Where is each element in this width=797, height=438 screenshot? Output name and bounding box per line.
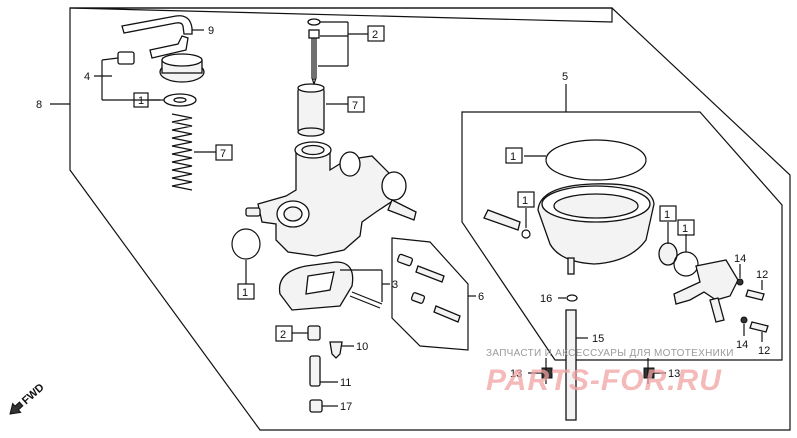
mount-bolt — [245, 207, 261, 217]
watermark-brand: PARTS-FOR.RU — [486, 364, 722, 397]
choke-lever — [387, 199, 417, 221]
clip-16 — [566, 294, 578, 302]
box-1c — [505, 147, 523, 164]
screw-12b — [749, 321, 769, 333]
tube-15 — [565, 309, 577, 421]
needle-clip — [307, 18, 321, 26]
needle-retainer — [308, 29, 320, 39]
screw-6c — [410, 292, 426, 304]
fwd-arrow-icon — [9, 401, 24, 415]
washer-14a — [736, 278, 744, 286]
callout-10: 10 — [356, 341, 368, 353]
bolt-13a — [541, 367, 553, 379]
fuel-valve-lever — [709, 297, 725, 323]
jet-11 — [309, 355, 321, 387]
box-7b — [347, 96, 365, 113]
callout-14a: 14 — [734, 253, 746, 265]
pilot-screw — [483, 209, 521, 231]
screw-6d — [433, 305, 461, 323]
float-pin-2 — [351, 291, 383, 305]
bolt-13b — [643, 367, 655, 379]
callout-5: 5 — [562, 71, 568, 83]
gasket-1c — [545, 139, 647, 181]
fwd-indicator: FWD — [9, 381, 47, 415]
o-ring-1d — [521, 229, 531, 239]
jet-needle — [311, 38, 317, 86]
callout-16: 16 — [540, 293, 552, 305]
o-ring-1b — [231, 228, 261, 260]
screw-6a — [396, 253, 414, 267]
carb-intake-inner — [283, 206, 303, 222]
watermark-caption: ЗАПЧАСТИ И АКСЕССУАРЫ ДЛЯ МОТОТЕХНИКИ — [486, 348, 734, 359]
throttle-valve — [297, 87, 325, 133]
callout-6: 6 — [478, 291, 484, 303]
washer-14b — [740, 316, 748, 324]
o-ring-1f — [673, 251, 699, 277]
box-7a — [215, 144, 233, 161]
float-pin — [349, 295, 381, 309]
box-2a — [367, 25, 385, 42]
box-1b — [237, 283, 255, 300]
box-1e — [659, 205, 677, 222]
throttle-valve-top — [297, 83, 325, 93]
box-2b — [275, 325, 293, 342]
carb-side-port — [339, 151, 361, 177]
washer-1-hole — [173, 97, 187, 103]
callout-2b: 2 — [280, 329, 286, 341]
callout-9: 9 — [208, 25, 214, 37]
callout-12a: 12 — [756, 269, 768, 281]
jet-2 — [307, 325, 321, 341]
callout-1e: 1 — [664, 209, 670, 221]
box-1f — [677, 219, 695, 236]
carburetor-body — [257, 144, 395, 257]
box-1d — [517, 191, 535, 208]
callout-7b: 7 — [352, 100, 358, 112]
callout-7a: 7 — [220, 148, 226, 160]
box-1a — [133, 92, 149, 108]
float-chamber-frame — [461, 111, 783, 361]
callout-1c: 1 — [510, 151, 516, 163]
jet-10 — [329, 341, 343, 359]
callout-14b: 14 — [736, 339, 748, 351]
float-3-slot — [305, 271, 335, 295]
screw-12a — [745, 289, 765, 301]
callout-3: 3 — [392, 279, 398, 291]
callout-11: 11 — [340, 377, 351, 389]
leader-4-top — [101, 57, 119, 61]
callout-1f: 1 — [682, 223, 688, 235]
float-bowl-inner — [553, 193, 639, 219]
callout-13b: 13 — [668, 368, 680, 380]
callout-1b: 1 — [242, 287, 248, 299]
screw-set-6-frame — [391, 237, 469, 351]
jet-17 — [309, 399, 323, 413]
callout-4: 4 — [84, 71, 90, 83]
fwd-label: FWD — [20, 381, 47, 407]
callout-13a: 13 — [510, 368, 522, 380]
callout-1a: 1 — [138, 95, 144, 107]
callout-12b: 12 — [758, 345, 770, 357]
assembly-outline — [69, 7, 791, 431]
callout-15: 15 — [592, 333, 604, 345]
bowl-drain — [567, 257, 575, 275]
callout-2a: 2 — [372, 29, 378, 41]
choke-cylinder — [381, 171, 407, 201]
pipe-9 — [121, 15, 193, 35]
callout-17: 17 — [340, 401, 352, 413]
fitting-4a — [117, 51, 135, 65]
screw-6b — [415, 265, 445, 283]
callout-8: 8 — [36, 99, 42, 111]
carb-throat-inner — [301, 144, 325, 156]
fuel-valve — [673, 259, 739, 305]
top-cap-4-top — [161, 53, 203, 67]
assembly-frame — [69, 7, 613, 23]
hose-4b — [149, 35, 189, 59]
spring-7 — [171, 113, 193, 191]
throttle-valve-bottom — [297, 127, 325, 137]
callout-1d: 1 — [522, 195, 528, 207]
